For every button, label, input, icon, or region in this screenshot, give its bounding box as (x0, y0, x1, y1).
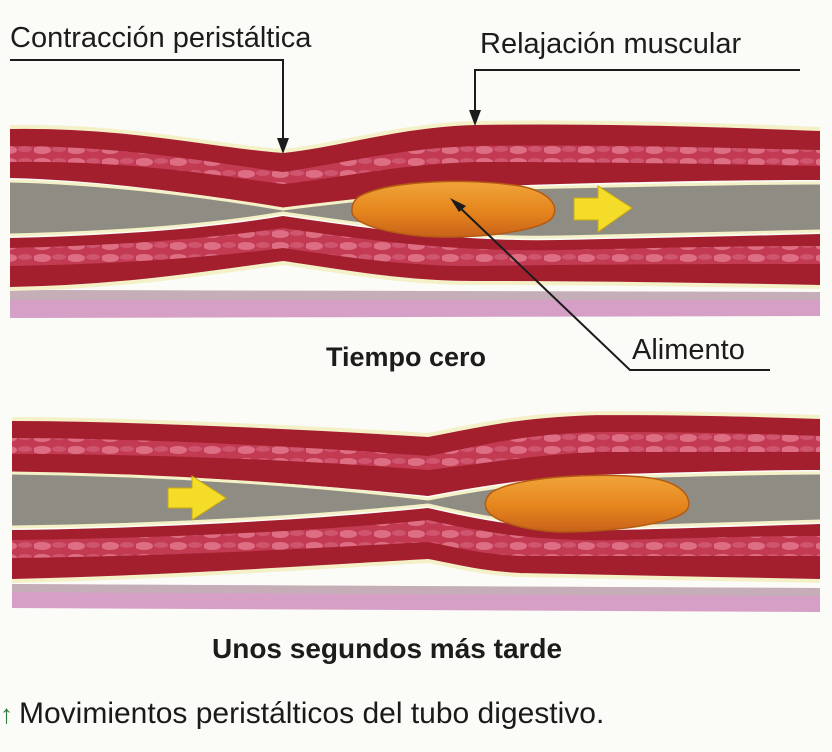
label-time-zero: Tiempo cero (326, 342, 486, 373)
caption-text: Movimientos peristálticos del tubo diges… (19, 697, 604, 731)
label-later: Unos segundos más tarde (212, 633, 562, 665)
food-bolus (352, 181, 555, 237)
label-relaxation: Relajación muscular (480, 28, 741, 61)
figure-caption: ↑ Movimientos peristálticos del tubo dig… (0, 697, 604, 731)
leader-line-relaxation (475, 70, 800, 118)
tube-later (12, 413, 820, 612)
tube-time-zero (10, 122, 820, 318)
label-food: Alimento (632, 334, 745, 367)
up-arrow-icon: ↑ (0, 699, 13, 730)
label-contraction: Contracción peristáltica (10, 22, 311, 55)
